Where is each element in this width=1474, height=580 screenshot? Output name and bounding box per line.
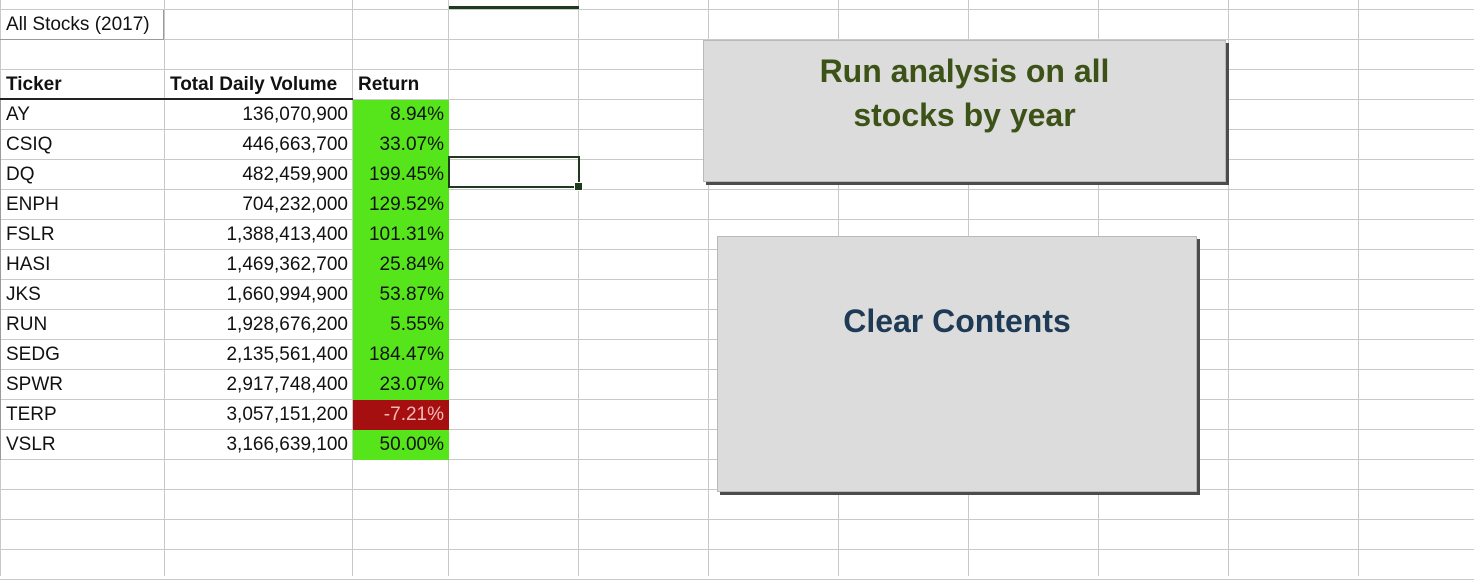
return-cell[interactable]: 33.07% — [353, 130, 449, 160]
ticker-cell[interactable]: AY — [6, 104, 30, 125]
volume-cell[interactable]: 2,135,561,400 — [226, 344, 348, 365]
ticker-cell[interactable]: JKS — [6, 284, 41, 305]
volume-cell[interactable]: 3,057,151,200 — [226, 404, 348, 425]
header-total-daily-volume[interactable]: Total Daily Volume — [170, 74, 338, 95]
volume-cell[interactable]: 136,070,900 — [242, 104, 348, 125]
return-cell[interactable]: 101.31% — [353, 220, 449, 250]
return-cell[interactable]: 129.52% — [353, 190, 449, 220]
run-analysis-button[interactable]: Run analysis on all stocks by year — [703, 40, 1226, 182]
ticker-cell[interactable]: FSLR — [6, 224, 55, 245]
ticker-cell[interactable]: SPWR — [6, 374, 63, 395]
volume-cell[interactable]: 482,459,900 — [242, 164, 348, 185]
column-a-border — [0, 100, 1, 460]
return-cell[interactable]: 199.45% — [353, 160, 449, 190]
header-return[interactable]: Return — [358, 74, 420, 95]
volume-cell[interactable]: 1,928,676,200 — [226, 314, 348, 335]
return-cell[interactable]: 5.55% — [353, 310, 449, 340]
ticker-cell[interactable]: VSLR — [6, 434, 56, 455]
volume-cell[interactable]: 446,663,700 — [242, 134, 348, 155]
ticker-cell[interactable]: RUN — [6, 314, 48, 335]
return-cell[interactable]: 50.00% — [353, 430, 449, 460]
return-cell[interactable]: 25.84% — [353, 250, 449, 280]
selected-column-indicator — [449, 6, 579, 9]
header-border — [0, 98, 353, 100]
volume-cell[interactable]: 3,166,639,100 — [226, 434, 348, 455]
header-ticker[interactable]: Ticker — [6, 74, 62, 95]
return-cell[interactable]: 23.07% — [353, 370, 449, 400]
ticker-cell[interactable]: HASI — [6, 254, 51, 275]
run-analysis-button-label: Run analysis on all stocks by year — [819, 53, 1110, 133]
ticker-cell[interactable]: ENPH — [6, 194, 59, 215]
volume-cell[interactable]: 704,232,000 — [242, 194, 348, 215]
ticker-cell[interactable]: DQ — [6, 164, 35, 185]
volume-cell[interactable]: 1,469,362,700 — [226, 254, 348, 275]
sheet-title-cell[interactable]: All Stocks (2017) — [0, 10, 164, 40]
volume-cell[interactable]: 1,660,994,900 — [226, 284, 348, 305]
fill-handle[interactable] — [574, 182, 583, 191]
ticker-cell[interactable]: TERP — [6, 404, 57, 425]
return-cell[interactable]: 8.94% — [353, 100, 449, 130]
return-cell[interactable]: 53.87% — [353, 280, 449, 310]
ticker-cell[interactable]: CSIQ — [6, 134, 53, 155]
volume-cell[interactable]: 2,917,748,400 — [226, 374, 348, 395]
clear-contents-button[interactable]: Clear Contents — [717, 236, 1197, 492]
clear-contents-button-label: Clear Contents — [843, 303, 1071, 339]
volume-cell[interactable]: 1,388,413,400 — [226, 224, 348, 245]
active-cell-selection[interactable] — [448, 156, 583, 191]
return-cell[interactable]: -7.21% — [353, 400, 449, 430]
ticker-cell[interactable]: SEDG — [6, 344, 60, 365]
return-cell[interactable]: 184.47% — [353, 340, 449, 370]
